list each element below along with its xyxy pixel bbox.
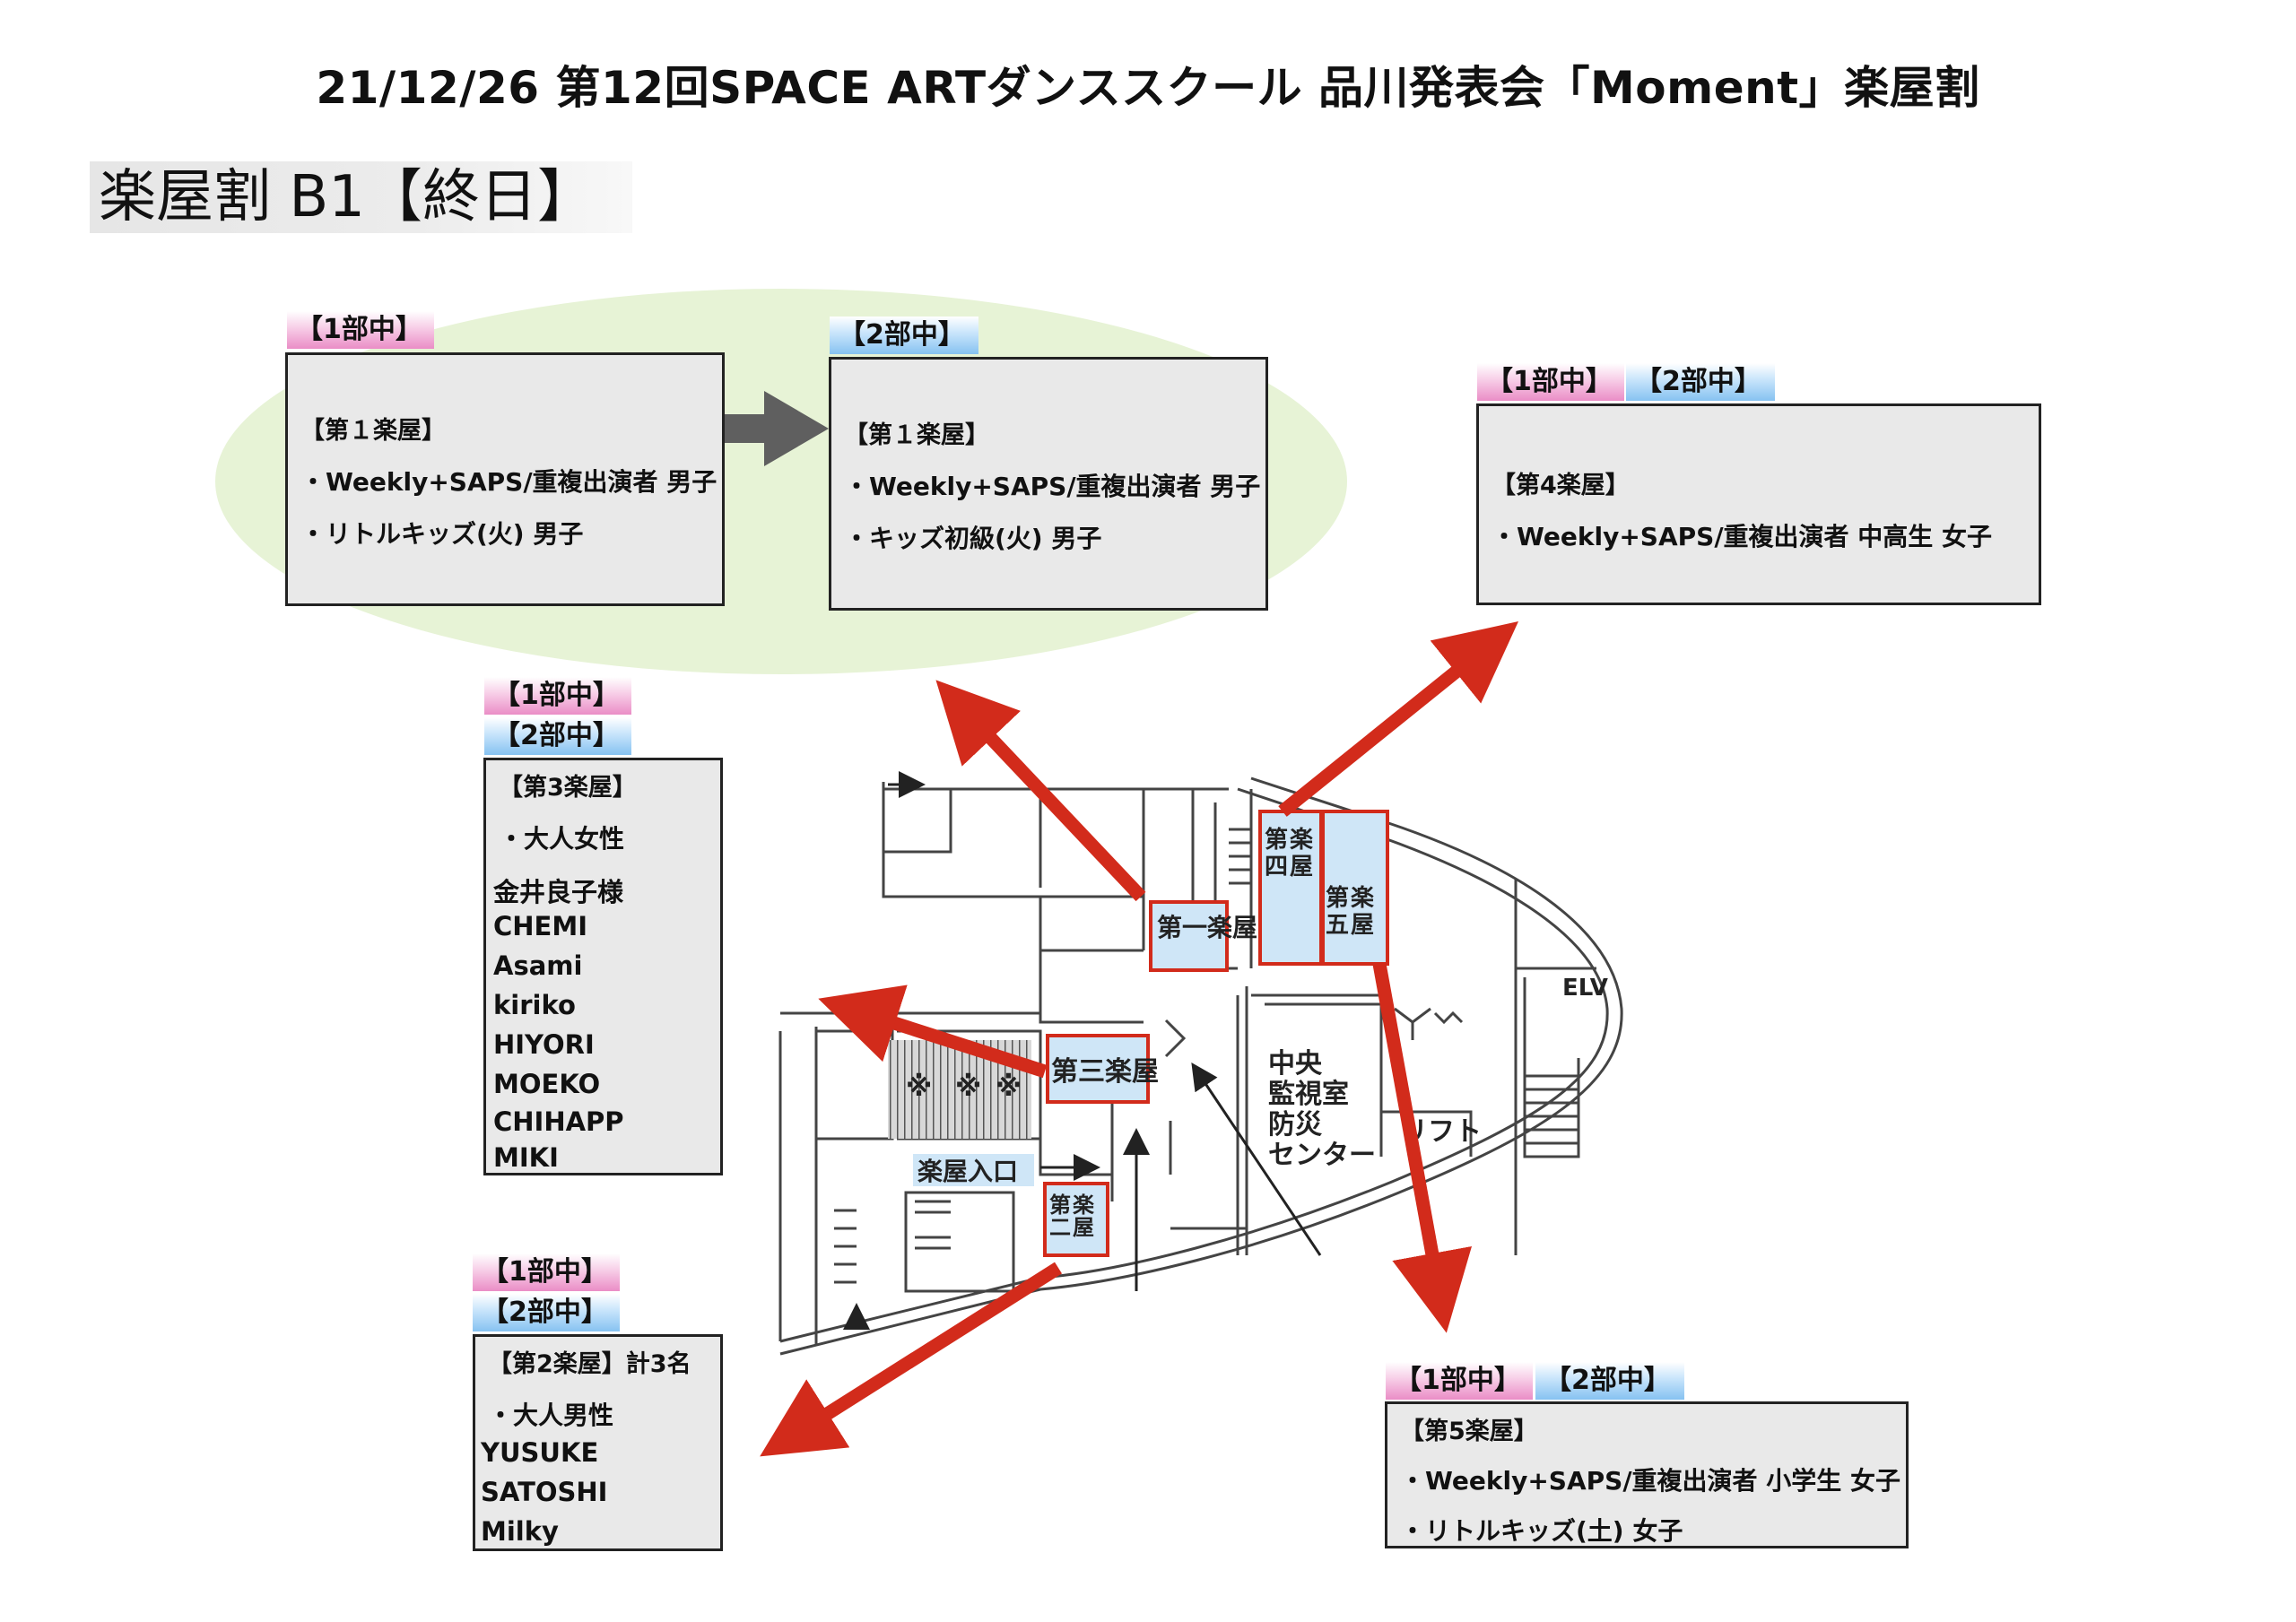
room1-part1-line-1: ・Weekly+SAPS/重複出演者 男子: [300, 467, 718, 497]
tag-part2-room4: 【2部中】: [1626, 363, 1775, 401]
room3-line-1: ・大人女性: [499, 824, 625, 854]
room2-name-1: YUSUKE: [481, 1437, 599, 1468]
arrow-to-room1: [935, 680, 1146, 902]
room1-part2-line-2: ・キッズ初級(火) 男子: [844, 524, 1102, 553]
room3-box: 【第3楽屋】 ・大人女性 金井良子様 CHEMI Asami kiriko HI…: [483, 758, 723, 1175]
map-label-room4: 第四楽屋: [1265, 826, 1314, 880]
map-room2: [1043, 1182, 1109, 1257]
room3-name-5: HIYORI: [493, 1029, 595, 1060]
room2-heading: 【第2楽屋】計3名: [488, 1350, 691, 1378]
room1-part2-box: 【第１楽屋】 ・Weekly+SAPS/重複出演者 男子 ・キッズ初級(火) 男…: [829, 357, 1268, 611]
room3-name-8: MIKI: [493, 1142, 559, 1173]
map-label-elv: ELV: [1562, 975, 1608, 1002]
room2-name-2: SATOSHI: [481, 1477, 608, 1507]
page-title: 21/12/26 第12回SPACE ARTダンススクール 品川発表会「Mome…: [316, 62, 1980, 114]
room1-part1-line-2: ・リトルキッズ(火) 男子: [300, 519, 584, 549]
tag-part2-room1: 【2部中】: [830, 317, 978, 354]
room2-name-3: Milky: [481, 1516, 559, 1547]
arrow-to-room2: [760, 1262, 1063, 1457]
map-mark-1: ※: [906, 1071, 932, 1103]
tag-part1-room1: 【1部中】: [287, 311, 434, 349]
room4-heading: 【第4楽屋】: [1492, 472, 1630, 499]
map-label-room3: 第三楽屋: [1051, 1056, 1159, 1088]
room4-line-1: ・Weekly+SAPS/重複出演者 中高生 女子: [1492, 522, 1993, 551]
map-room-highlights: [1043, 810, 1389, 1257]
map-room1: [1149, 900, 1229, 972]
gray-arrow: [725, 391, 829, 466]
map-mark-3: ※: [996, 1071, 1022, 1103]
room1-part2-heading: 【第１楽屋】: [844, 421, 989, 449]
room2-line-1: ・大人男性: [488, 1401, 614, 1430]
room4-box: 【第4楽屋】 ・Weekly+SAPS/重複出演者 中高生 女子: [1476, 403, 2041, 605]
room3-name-7: CHIHAPP: [493, 1106, 624, 1137]
room3-name-1: 金井良子様: [493, 877, 624, 907]
room1-part2-line-1: ・Weekly+SAPS/重複出演者 男子: [844, 472, 1261, 501]
tag-part1-room3: 【1部中】: [484, 677, 631, 715]
arrow-to-room4: [1278, 621, 1519, 817]
map-label-entrance: 楽屋入口: [918, 1157, 1018, 1186]
map-mark-2: ※: [955, 1071, 981, 1103]
map-room5: [1321, 810, 1389, 966]
red-arrows: [760, 621, 1519, 1457]
room3-name-2: CHEMI: [493, 911, 588, 941]
room3-name-3: Asami: [493, 950, 583, 981]
plan-flow-arrows: [843, 771, 1322, 1330]
map-room3: [1046, 1034, 1150, 1104]
room3-name-4: kiriko: [493, 990, 576, 1020]
room5-box: 【第5楽屋】 ・Weekly+SAPS/重複出演者 小学生 女子 ・リトルキッズ…: [1385, 1401, 1909, 1548]
map-label-center-4: センター: [1268, 1140, 1376, 1171]
map-label-room1: 第一楽屋: [1157, 913, 1257, 942]
room5-line-1: ・Weekly+SAPS/重複出演者 小学生 女子: [1400, 1466, 1901, 1496]
room1-part1-heading: 【第１楽屋】: [300, 417, 446, 445]
map-label-center-3: 防災: [1268, 1109, 1323, 1141]
section-heading: 楽屋割 B1【終日】: [90, 161, 632, 233]
entrance-label-bg: [913, 1154, 1034, 1186]
tag-part1-room5: 【1部中】: [1386, 1362, 1533, 1400]
map-room4: [1258, 810, 1323, 966]
arrow-to-room3: [818, 984, 1048, 1079]
tag-part2-room3: 【2部中】: [484, 717, 631, 755]
room5-heading: 【第5楽屋】: [1400, 1418, 1538, 1445]
room3-name-6: MOEKO: [493, 1069, 601, 1099]
room5-line-2: ・リトルキッズ(土) 女子: [1400, 1516, 1683, 1546]
room3-heading: 【第3楽屋】: [499, 774, 637, 802]
map-label-center-1: 中央: [1268, 1048, 1323, 1080]
tag-part2-room2: 【2部中】: [473, 1294, 620, 1331]
map-label-room2: 第二楽屋: [1049, 1193, 1095, 1240]
tag-part1-room2: 【1部中】: [473, 1253, 620, 1291]
tag-part1-room4: 【1部中】: [1477, 363, 1624, 401]
arrow-to-room5: [1372, 962, 1473, 1333]
map-label-room5: 第五楽屋: [1326, 884, 1375, 939]
room1-part1-box: 【第１楽屋】 ・Weekly+SAPS/重複出演者 男子 ・リトルキッズ(火) …: [285, 352, 725, 606]
room2-box: 【第2楽屋】計3名 ・大人男性 YUSUKE SATOSHI Milky: [473, 1334, 723, 1551]
tag-part2-room5: 【2部中】: [1535, 1362, 1684, 1400]
map-label-center-2: 監視室: [1268, 1079, 1349, 1110]
